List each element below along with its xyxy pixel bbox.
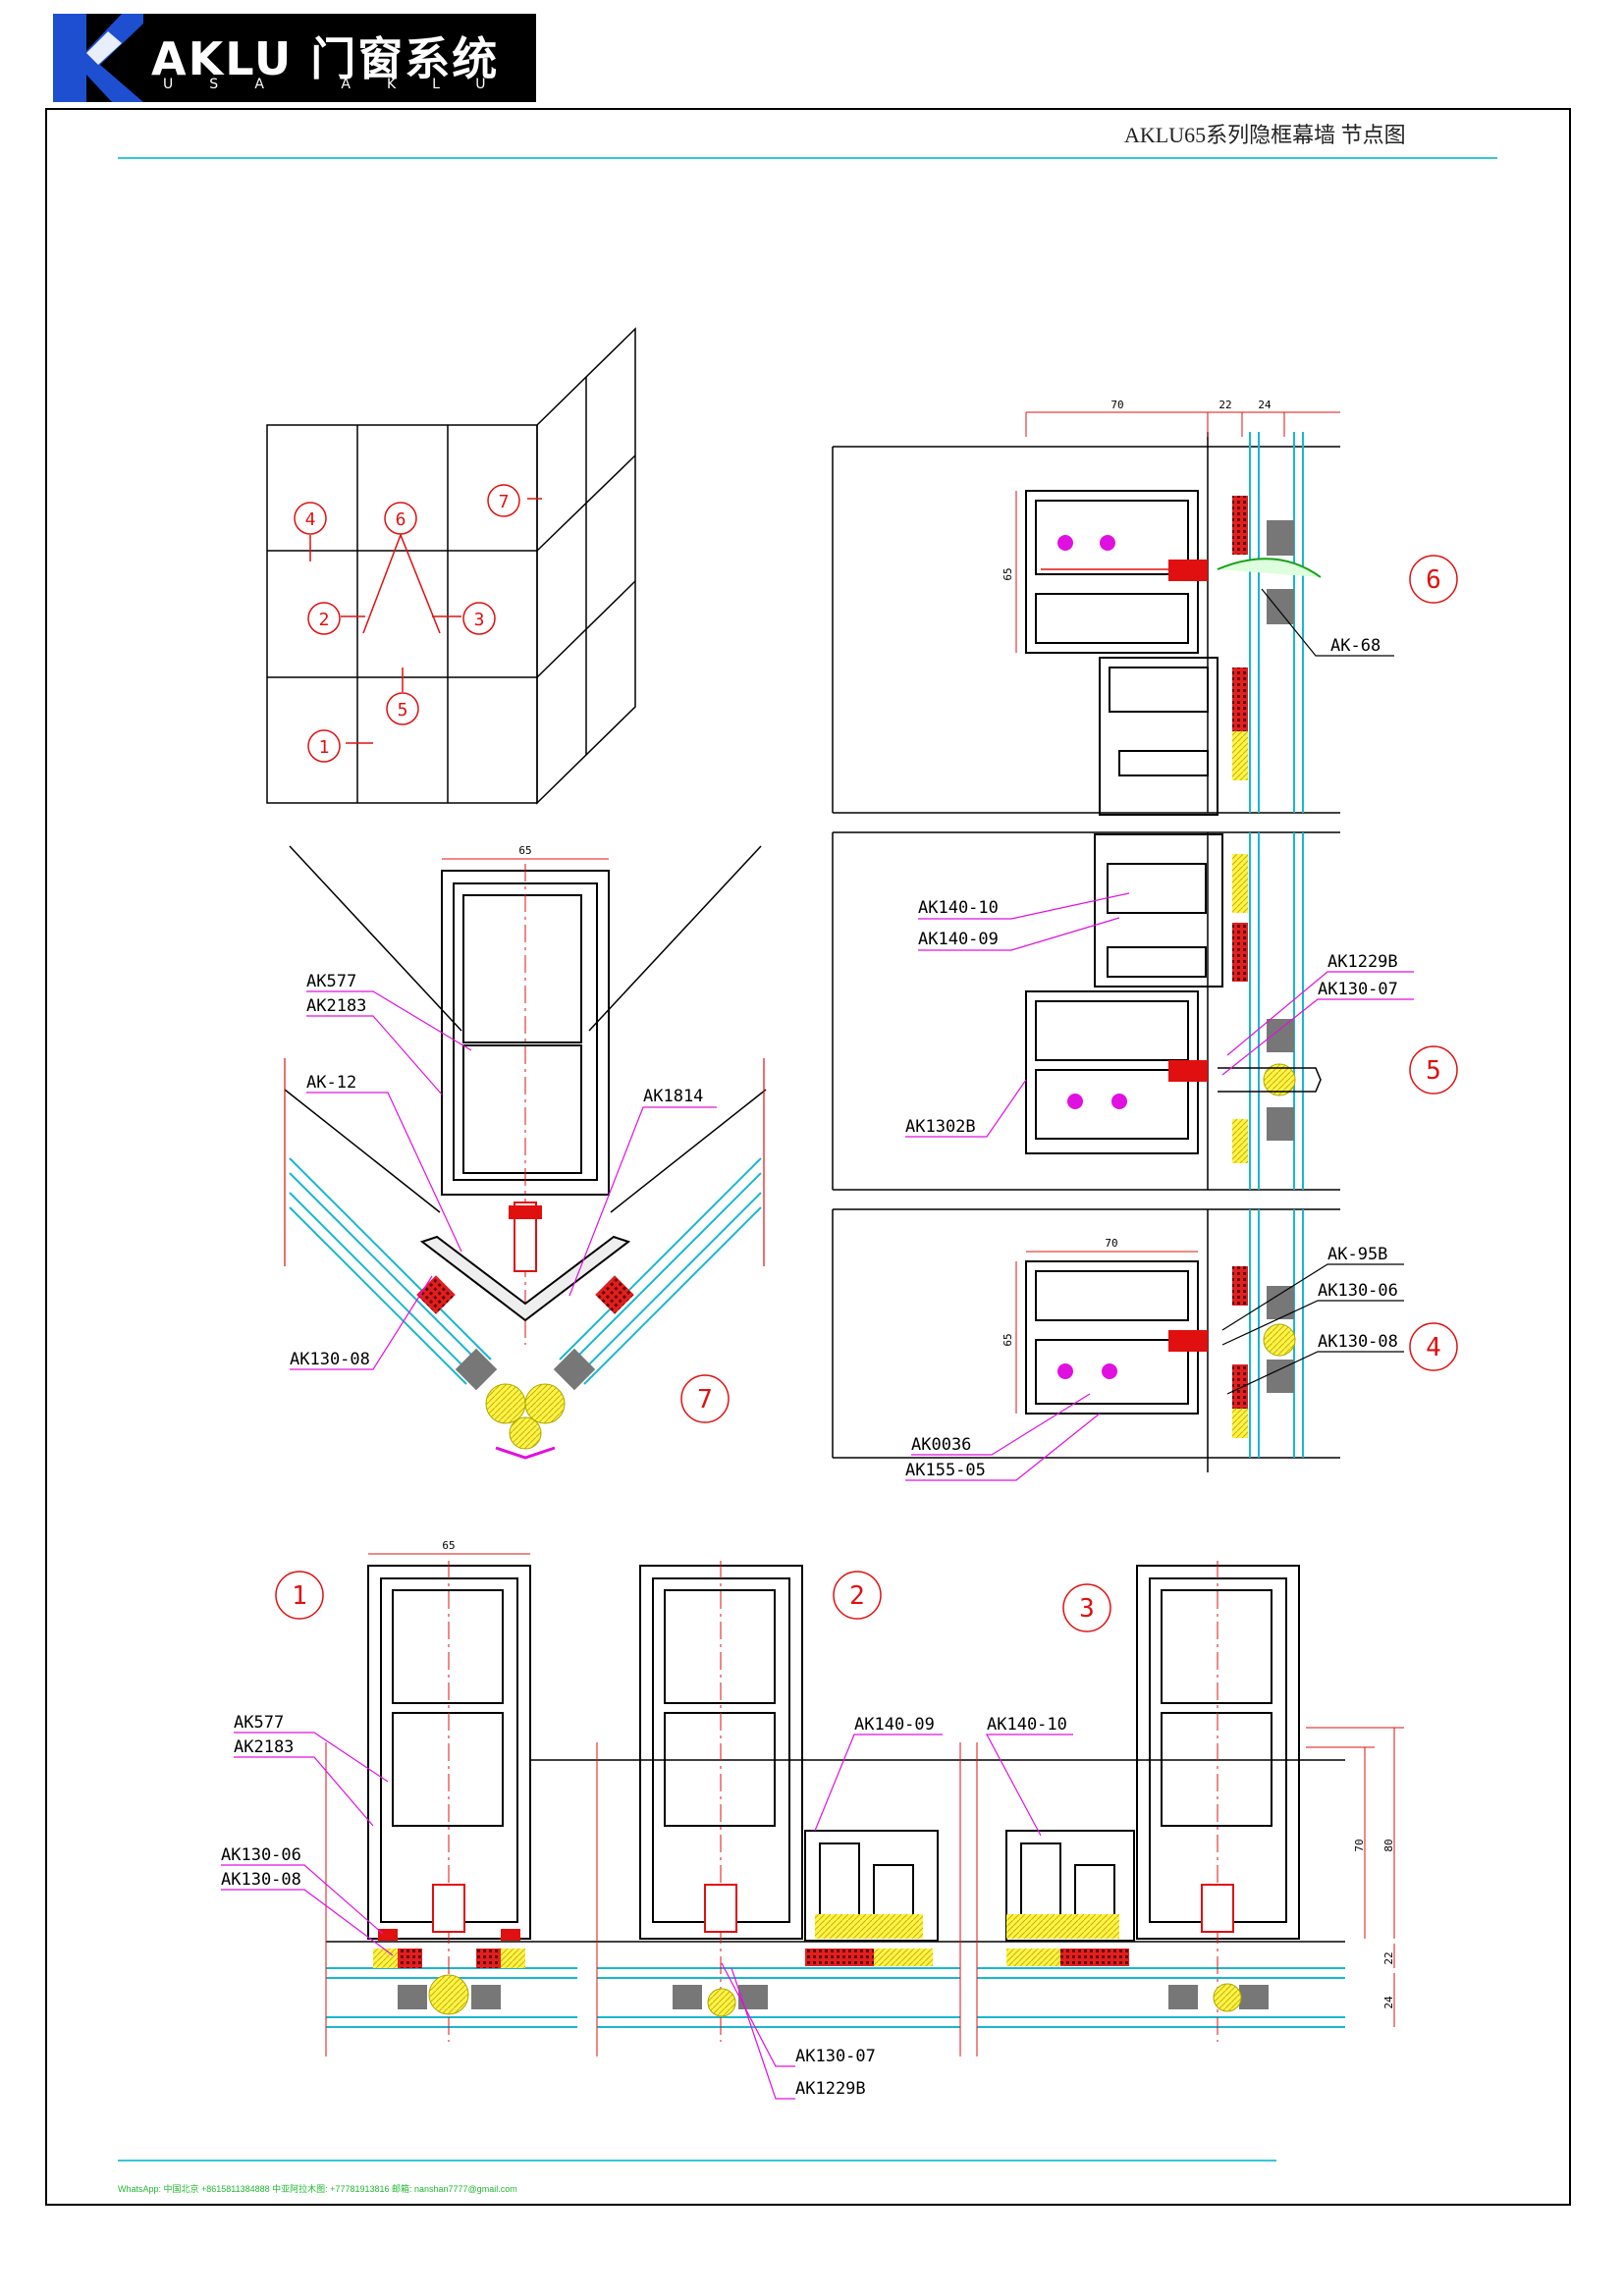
label-b-ak140-10: AK140-10 [987, 1715, 1067, 1735]
label-b-ak577: AK577 [234, 1713, 284, 1733]
detail-1-marker [275, 1571, 324, 1620]
svg-text:7: 7 [697, 1385, 713, 1415]
svg-text:80: 80 [1382, 1839, 1395, 1851]
sheet-title: AKLU65系列隐框幕墙 节点图 [1124, 123, 1406, 147]
footer-contact: WhatsApp: 中国北京 +8615811384888 中亚阿拉木图: +7… [118, 2184, 517, 2194]
svg-text:2: 2 [319, 610, 330, 630]
header-rule [118, 157, 1497, 159]
label-ak2183: AK2183 [306, 996, 366, 1016]
bottom-details: 65 1 AK577 AK2183 AK130-06 AK130-08 [221, 1539, 1404, 2100]
svg-text:24: 24 [1258, 399, 1272, 411]
label-ak130-06: AK130-06 [1318, 1281, 1398, 1301]
label-ak-12: AK-12 [306, 1073, 356, 1093]
svg-text:70: 70 [1105, 1237, 1117, 1250]
label-ak155-05: AK155-05 [905, 1461, 986, 1480]
label-ak0036: AK0036 [911, 1435, 971, 1455]
detail-3 [1005, 1565, 1300, 1942]
detail-2 [639, 1565, 939, 1942]
svg-text:22: 22 [1218, 399, 1231, 411]
svg-text:3: 3 [1079, 1594, 1095, 1624]
detail-7: 65 7 AK577 A [284, 844, 767, 1460]
key-marker-5: 5 [386, 692, 419, 725]
detail-2-marker [833, 1571, 882, 1620]
svg-text:1: 1 [292, 1581, 307, 1611]
label-b-ak130-07: AK130-07 [795, 2047, 876, 2066]
svg-text:70: 70 [1110, 399, 1123, 411]
label-ak130-08: AK130-08 [290, 1350, 370, 1369]
key-marker-1: 1 [307, 729, 341, 763]
key-plan-cut-lines [309, 498, 542, 744]
key-plan-front-face [266, 424, 538, 804]
svg-text:6: 6 [1426, 565, 1441, 595]
key-marker-7: 7 [487, 484, 520, 517]
label-ak130-07: AK130-07 [1318, 980, 1398, 999]
label-ak1302b: AK1302B [905, 1117, 976, 1137]
detail-3-marker [1062, 1583, 1111, 1632]
svg-text:24: 24 [1382, 1996, 1395, 2009]
svg-text:6: 6 [396, 509, 406, 530]
label-ak-68: AK-68 [1330, 636, 1380, 656]
label-ak140-10: AK140-10 [918, 898, 999, 918]
svg-text:65: 65 [1001, 567, 1014, 580]
detail-5-marker [1409, 1045, 1458, 1095]
svg-text:65: 65 [1001, 1333, 1014, 1346]
svg-text:1: 1 [319, 737, 330, 758]
label-ak140-09: AK140-09 [918, 930, 999, 949]
logo-k-mark-icon [53, 14, 143, 102]
svg-text:7: 7 [499, 492, 510, 512]
svg-text:2: 2 [849, 1581, 865, 1611]
detail-5: 5 AK140-10 AK140-09 AK1229B AK130-07 AK1… [832, 831, 1458, 1191]
label-ak577: AK577 [306, 972, 356, 991]
detail-7-dim-65: 65 [442, 844, 609, 860]
svg-text:3: 3 [474, 610, 485, 630]
logo-wordmark: AKLU 门窗系统 [151, 32, 500, 85]
label-b-ak140-09: AK140-09 [854, 1715, 935, 1735]
detail-6: 70 22 24 65 [832, 399, 1458, 816]
drawing-frame [45, 108, 1571, 2206]
label-ak1814: AK1814 [643, 1087, 703, 1106]
label-b-ak130-08: AK130-08 [221, 1870, 301, 1890]
label-ak-95b: AK-95B [1327, 1245, 1387, 1264]
label-b-ak1229b: AK1229B [795, 2079, 866, 2099]
svg-text:4: 4 [1426, 1333, 1441, 1362]
logo-subtitle: USA AKLU [163, 77, 522, 92]
key-marker-4: 4 [294, 502, 327, 535]
svg-text:70: 70 [1353, 1839, 1366, 1851]
detail-4-marker [1409, 1322, 1458, 1371]
key-plan-markers: 4 6 2 3 5 1 7 [294, 484, 520, 763]
brand-logo: AKLU 门窗系统 USA AKLU [53, 14, 536, 102]
svg-text:65: 65 [518, 844, 531, 857]
detail-4: 70 65 4 AK-95B AK130-06 AK130-08 AK0036 … [832, 1208, 1458, 1481]
svg-text:5: 5 [398, 700, 408, 721]
label-b-ak130-06: AK130-06 [221, 1845, 301, 1865]
key-marker-6: 6 [384, 502, 417, 535]
svg-text:5: 5 [1426, 1056, 1441, 1086]
detail-7-marker [680, 1374, 730, 1423]
detail-6-marker [1409, 555, 1458, 604]
svg-text:22: 22 [1382, 1951, 1395, 1964]
footer-rule [118, 2160, 1276, 2162]
key-marker-2: 2 [307, 602, 341, 635]
label-ak1229b: AK1229B [1327, 952, 1398, 972]
label-ak130-08: AK130-08 [1318, 1332, 1398, 1352]
key-marker-3: 3 [462, 602, 496, 635]
label-b-ak2183: AK2183 [234, 1737, 294, 1757]
svg-text:65: 65 [442, 1539, 455, 1552]
svg-text:4: 4 [305, 509, 316, 530]
